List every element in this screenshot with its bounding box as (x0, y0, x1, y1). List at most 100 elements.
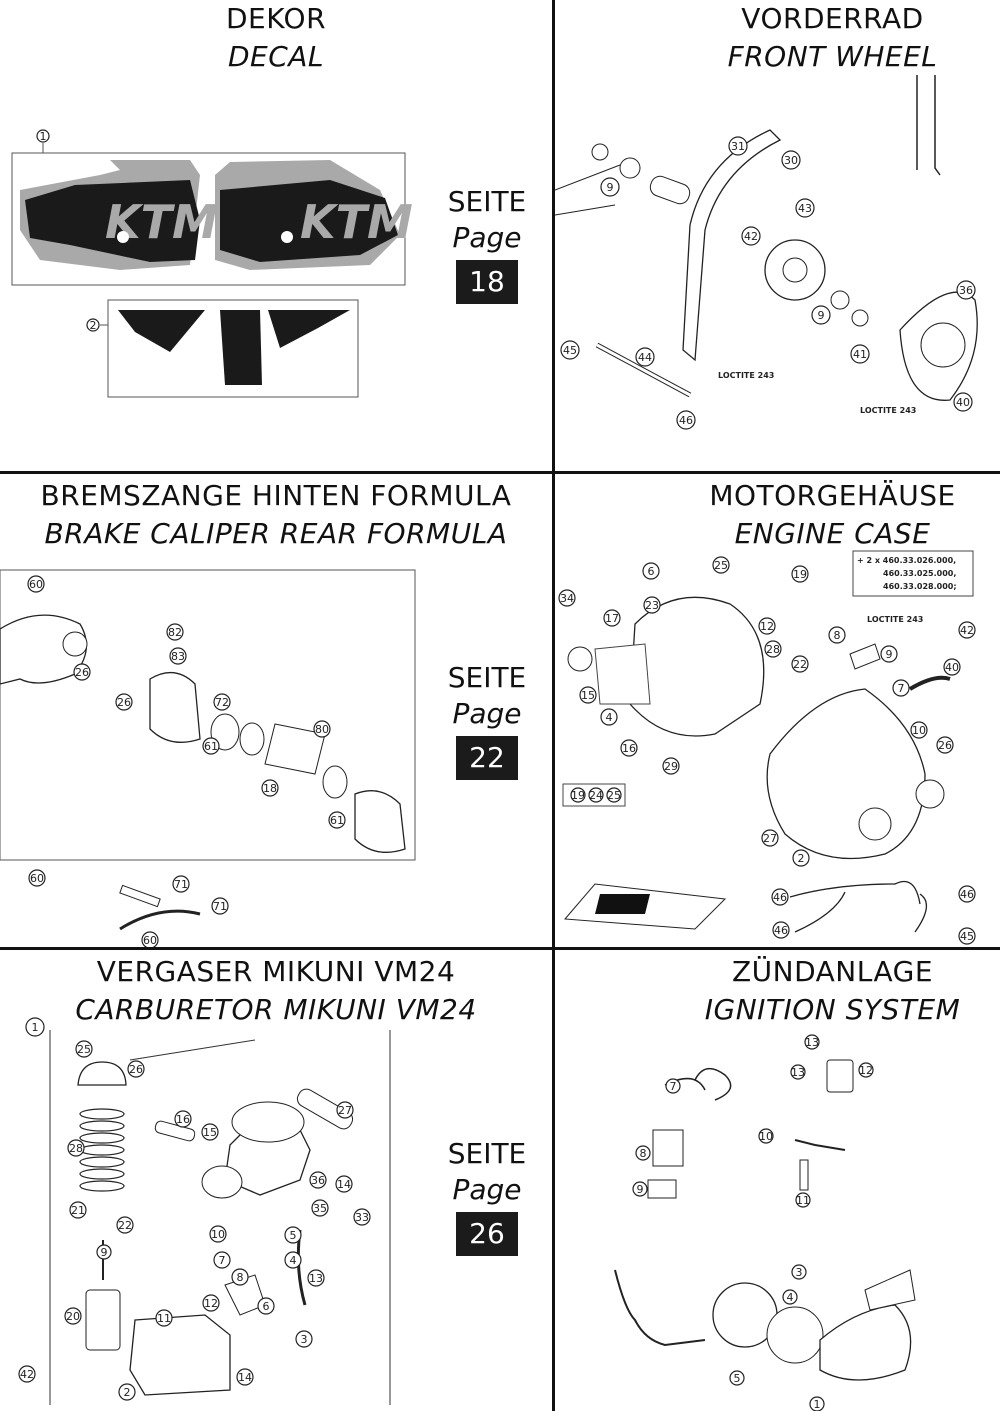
page-label: Page (452, 221, 522, 254)
svg-text:8: 8 (640, 1147, 647, 1160)
carburetor-callouts: 1 25 26 28 16 15 27 36 14 21 22 35 33 10… (18, 1017, 371, 1401)
section-carburetor[interactable]: VERGASER MIKUNI VM24 CARBURETOR MIKUNI V… (0, 950, 552, 1411)
svg-text:46: 46 (773, 891, 787, 904)
svg-text:46: 46 (960, 888, 974, 901)
svg-text:9: 9 (886, 648, 893, 661)
page-number-badge[interactable]: 22 (456, 736, 518, 780)
svg-text:16: 16 (622, 742, 636, 755)
svg-text:25: 25 (77, 1043, 91, 1056)
svg-text:1: 1 (32, 1021, 39, 1034)
svg-text:12: 12 (760, 620, 774, 633)
page-number-badge[interactable]: 18 (456, 260, 518, 304)
seite-label: SEITE (447, 661, 527, 694)
svg-text:60: 60 (143, 934, 157, 947)
svg-text:9: 9 (101, 1246, 108, 1259)
svg-text:36: 36 (959, 284, 973, 297)
svg-text:26: 26 (75, 666, 89, 679)
svg-text:61: 61 (330, 814, 344, 827)
svg-text:3: 3 (301, 1333, 308, 1346)
svg-text:42: 42 (20, 1368, 34, 1381)
section-title: BREMSZANGE HINTEN FORMULA BRAKE CALIPER … (0, 477, 552, 553)
svg-text:61: 61 (204, 740, 218, 753)
brake-caliper-callouts: 60 82 83 26 26 72 80 61 18 61 60 71 71 6… (27, 575, 346, 947)
svg-text:24: 24 (589, 789, 603, 802)
brake-caliper-illustration: 60 82 83 26 26 72 80 61 18 61 60 71 71 6… (0, 569, 416, 947)
title-german: MOTORGEHÄUSE (709, 479, 956, 512)
section-title: DEKOR DECAL (0, 0, 552, 76)
svg-text:27: 27 (763, 832, 777, 845)
svg-text:1: 1 (814, 1398, 821, 1411)
svg-text:22: 22 (118, 1219, 132, 1232)
section-brake-caliper[interactable]: BREMSZANGE HINTEN FORMULA BRAKE CALIPER … (0, 474, 552, 947)
title-english: ENGINE CASE (734, 517, 931, 550)
svg-text:6: 6 (263, 1300, 270, 1313)
decal-illustration: KTM KTM 1 2 (11, 129, 413, 398)
svg-text:3: 3 (796, 1266, 803, 1279)
svg-text:72: 72 (215, 696, 229, 709)
page-reference[interactable]: SEITE Page 22 (442, 660, 532, 780)
svg-text:15: 15 (203, 1126, 217, 1139)
svg-text:46: 46 (774, 924, 788, 937)
svg-text:23: 23 (645, 599, 659, 612)
ignition-illustration: 13 13 12 7 8 9 10 11 3 4 5 1 (614, 1034, 916, 1411)
svg-text:KTM: KTM (300, 195, 413, 249)
svg-text:43: 43 (798, 202, 812, 215)
svg-text:80: 80 (315, 723, 329, 736)
svg-text:4: 4 (606, 711, 613, 724)
svg-text:22: 22 (793, 658, 807, 671)
page-label: Page (452, 1173, 522, 1206)
carburetor-illustration: 1 25 26 28 16 15 27 36 14 21 22 35 33 10… (18, 1017, 391, 1405)
seite-label: SEITE (447, 1137, 527, 1170)
title-english: DECAL (227, 40, 325, 73)
horizontal-divider-1 (0, 471, 1000, 474)
svg-text:18: 18 (263, 782, 277, 795)
svg-text:1: 1 (40, 130, 47, 143)
svg-text:LOCTITE 243: LOCTITE 243 (867, 615, 923, 624)
svg-text:11: 11 (157, 1312, 171, 1325)
front-wheel-illustration: LOCTITE 243 LOCTITE 243 31 30 9 43 42 9 … (555, 75, 978, 430)
page-reference[interactable]: SEITE Page 26 (442, 1136, 532, 1256)
svg-text:42: 42 (960, 624, 974, 637)
svg-text:10: 10 (912, 724, 926, 737)
front-wheel-callouts: 31 30 9 43 42 9 36 45 44 41 46 40 (560, 136, 976, 430)
svg-text:13: 13 (309, 1272, 323, 1285)
svg-text:15: 15 (581, 689, 595, 702)
svg-text:13: 13 (791, 1066, 805, 1079)
svg-text:60: 60 (29, 578, 43, 591)
svg-text:27: 27 (338, 1104, 352, 1117)
section-decal[interactable]: DEKOR DECAL KTM KTM 1 2 SEITE (0, 0, 552, 471)
svg-text:29: 29 (664, 760, 678, 773)
svg-text:40: 40 (945, 661, 959, 674)
svg-text:8: 8 (834, 629, 841, 642)
svg-text:12: 12 (204, 1297, 218, 1310)
svg-text:19: 19 (793, 568, 807, 581)
engine-case-illustration: + 2 x 460.33.026.000, 460.33.025.000, 46… (558, 550, 976, 945)
svg-text:12: 12 (859, 1064, 873, 1077)
page-reference[interactable]: SEITE Page 18 (442, 184, 532, 304)
vertical-divider (552, 0, 555, 1411)
svg-text:35: 35 (313, 1202, 327, 1215)
section-engine-case[interactable]: MOTORGEHÄUSE ENGINE CASE + 2 x 460.33.02… (555, 474, 1000, 947)
svg-text:19: 19 (571, 789, 585, 802)
title-german: BREMSZANGE HINTEN FORMULA (40, 479, 512, 512)
svg-text:14: 14 (238, 1371, 252, 1384)
svg-text:82: 82 (168, 626, 182, 639)
svg-text:42: 42 (744, 230, 758, 243)
svg-text:5: 5 (290, 1229, 297, 1242)
svg-text:20: 20 (66, 1310, 80, 1323)
svg-text:11: 11 (796, 1194, 810, 1207)
svg-text:10: 10 (211, 1228, 225, 1241)
title-german: VORDERRAD (741, 2, 924, 35)
svg-text:34: 34 (560, 592, 574, 605)
title-english: FRONT WHEEL (727, 40, 938, 73)
svg-text:28: 28 (766, 643, 780, 656)
section-ignition[interactable]: ZÜNDANLAGE IGNITION SYSTEM 13 13 12 7 8 … (555, 950, 1000, 1411)
svg-text:45: 45 (563, 344, 577, 357)
section-title: VERGASER MIKUNI VM24 CARBURETOR MIKUNI V… (0, 953, 552, 1029)
svg-text:71: 71 (174, 878, 188, 891)
section-front-wheel[interactable]: VORDERRAD FRONT WHEEL LOCTITE 243 LOCTIT… (555, 0, 1000, 471)
svg-text:460.33.025.000,: 460.33.025.000, (883, 569, 956, 578)
page-number-badge[interactable]: 26 (456, 1212, 518, 1256)
svg-text:13: 13 (805, 1036, 819, 1049)
svg-text:45: 45 (960, 930, 974, 943)
